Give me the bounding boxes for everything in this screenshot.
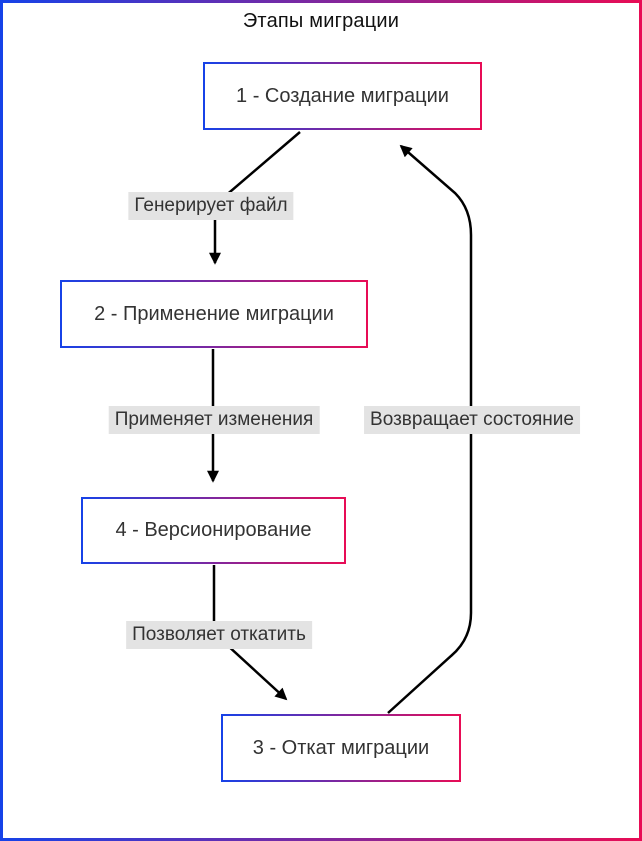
edge-label-generates-file: Генерирует файл bbox=[128, 192, 294, 220]
node-apply-migration: 2 - Применение миграции bbox=[60, 280, 368, 348]
edge-label-applies-changes: Применяет изменения bbox=[108, 406, 320, 434]
node-rollback-migration: 3 - Откат миграции bbox=[221, 714, 461, 782]
node-versioning: 4 - Версионирование bbox=[81, 497, 346, 564]
edge-label-returns-state: Возвращает состояние bbox=[364, 406, 580, 434]
node-create-migration: 1 - Создание миграции bbox=[203, 62, 482, 130]
edge-label-allows-rollback: Позволяет откатить bbox=[126, 621, 312, 649]
diagram-title: Этапы миграции bbox=[242, 10, 400, 32]
